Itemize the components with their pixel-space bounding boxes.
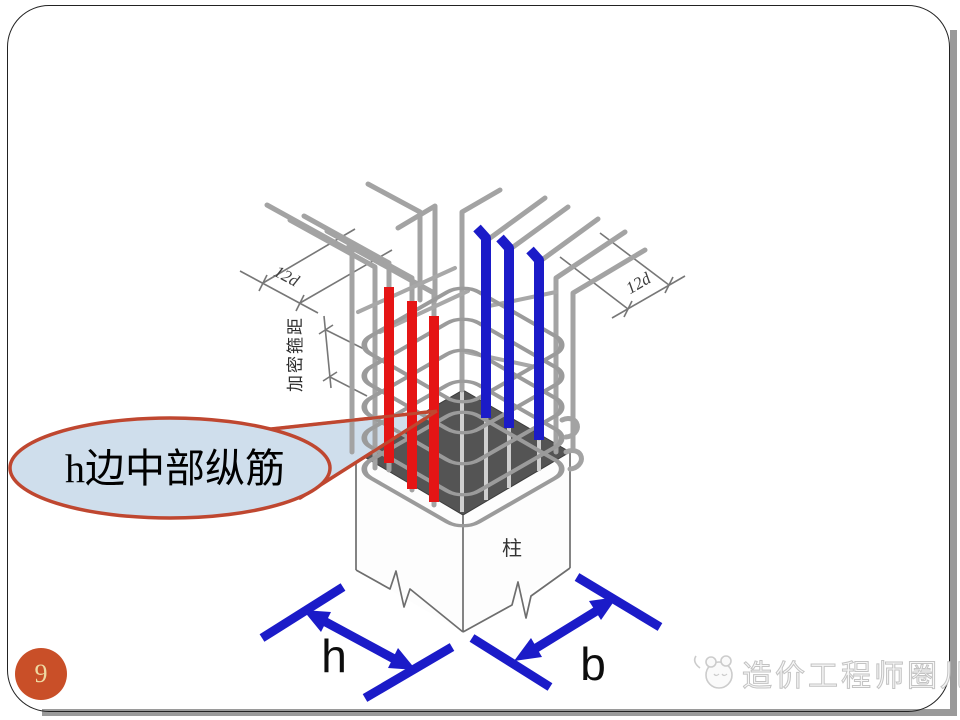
- h-dimension: h: [259, 583, 455, 702]
- watermark-text: 造价工程师圈儿: [742, 660, 960, 693]
- stirrup-spacing-label: 加密箍距: [286, 316, 305, 392]
- callout-ellipse: [8, 416, 332, 520]
- h-arrowhead-right: [388, 648, 416, 670]
- dimension-stirrup-spacing: 加密箍距: [286, 315, 368, 397]
- page-number-badge: 9: [15, 648, 67, 700]
- dimension-12d-left: 12d: [239, 228, 393, 314]
- b-dimension: b: [469, 573, 663, 691]
- dimension-12d-right: 12d: [559, 232, 686, 319]
- watermark: 造价工程师圈儿: [693, 655, 960, 694]
- b-label: b: [580, 638, 606, 690]
- slide-shadow-right: [950, 30, 957, 716]
- callout-bubble: h边中部纵筋: [8, 409, 438, 520]
- dim-left-label: 12d: [271, 262, 303, 291]
- slide-shadow-bottom: [42, 709, 957, 716]
- b-arrowhead-right: [589, 597, 617, 620]
- column-label: 柱: [502, 537, 522, 560]
- h-arrowhead-left: [303, 610, 331, 632]
- page-number: 9: [34, 659, 48, 688]
- b-side-middle-bars-blue: [473, 224, 544, 440]
- h-side-middle-bars-red: [384, 287, 439, 502]
- break-line-left: [355, 569, 464, 633]
- break-line-right: [462, 567, 571, 633]
- dim-right-label: 12d: [622, 268, 654, 297]
- b-arrowhead-left: [514, 638, 542, 661]
- watermark-mascot-icon: [693, 655, 733, 689]
- callout-label: h边中部纵筋: [65, 446, 285, 491]
- h-label: h: [321, 630, 347, 682]
